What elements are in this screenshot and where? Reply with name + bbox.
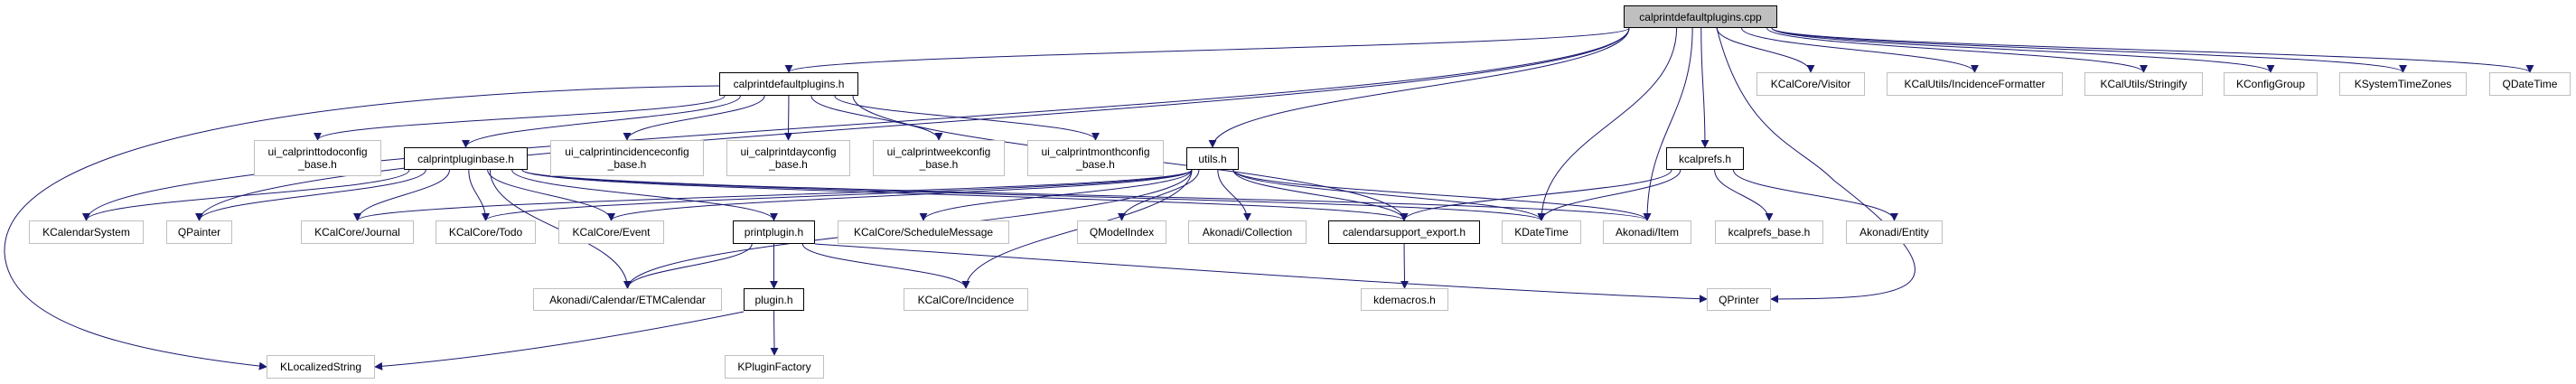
- edge-cpp-to-kdatetime: [1537, 27, 1678, 221]
- node-cpp[interactable]: calprintdefaultplugins.cpp: [1624, 5, 1777, 28]
- node-plugin[interactable]: plugin.h: [744, 288, 804, 311]
- node-uiinc[interactable]: ui_calprintincidenceconfig _base.h: [550, 140, 704, 176]
- node-uitodo[interactable]: ui_calprinttodoconfig _base.h: [254, 140, 381, 176]
- edge-cpp-to-qprinter: [1716, 27, 1916, 304]
- node-kcalsys[interactable]: KCalendarSystem: [29, 220, 144, 244]
- edge-pbase-to-printplugin: [511, 169, 778, 221]
- node-visitor[interactable]: KCalCore/Visitor: [1756, 72, 1865, 96]
- node-kdemacros[interactable]: kdemacros.h: [1361, 288, 1448, 311]
- edge-defh-to-uiweek: [810, 95, 943, 141]
- node-uimonth[interactable]: ui_calprintmonthconfig _base.h: [1027, 140, 1164, 176]
- edge-utils-to-csexport: [1232, 169, 1409, 221]
- node-kpluginfactory[interactable]: KPluginFactory: [725, 355, 824, 379]
- edge-defh-to-uiinc: [623, 95, 765, 141]
- edge-defh-to-uimonth: [834, 95, 1100, 141]
- edge-cpp-to-item: [1643, 27, 1693, 221]
- edge-utils-to-collection: [1217, 169, 1251, 221]
- node-qdatetime[interactable]: QDateTime: [2489, 72, 2571, 96]
- node-pbase[interactable]: calprintpluginbase.h: [404, 147, 528, 170]
- node-defh[interactable]: calprintdefaultplugins.h: [719, 72, 858, 96]
- edge-utils-to-kdatetime: [1232, 169, 1546, 221]
- node-todo[interactable]: KCalCore/Todo: [436, 220, 536, 244]
- edge-pbase-to-kcalsys: [82, 169, 410, 221]
- edge-pbase-to-todo: [468, 169, 490, 221]
- edge-pbase-to-qpainter: [195, 169, 426, 221]
- edge-defh-to-pbase: [462, 95, 741, 148]
- node-qprinter[interactable]: QPrinter: [1707, 288, 1771, 311]
- node-qmodelindex[interactable]: QModelIndex: [1077, 220, 1166, 244]
- edge-utils-to-item: [1232, 169, 1652, 221]
- node-ksystz[interactable]: KSystemTimeZones: [2339, 72, 2467, 96]
- edge-cpp-to-visitor: [1716, 27, 1815, 73]
- edge-utils-to-todo: [482, 169, 1193, 221]
- node-journal[interactable]: KCalCore/Journal: [301, 220, 414, 244]
- edge-pbase-to-event: [487, 169, 615, 221]
- edge-cpp-to-kcalsys: [82, 27, 1630, 221]
- node-schedmsg[interactable]: KCalCore/ScheduleMessage: [838, 220, 1009, 244]
- node-collection[interactable]: Akonadi/Collection: [1188, 220, 1307, 244]
- node-printplugin[interactable]: printplugin.h: [733, 220, 815, 244]
- edge-cpp-to-qpainter: [195, 27, 1630, 221]
- edge-plugin-to-klocalized: [374, 311, 745, 370]
- edge-cpp-to-utils: [1208, 27, 1630, 148]
- edge-cpp-to-defh: [784, 27, 1630, 73]
- edge-pbase-to-item: [521, 169, 1652, 221]
- node-uiweek[interactable]: ui_calprintweekconfig _base.h: [873, 140, 1005, 176]
- edge-kcalprefs-to-prefsbase: [1714, 169, 1774, 221]
- edge-printplugin-to-qprinter: [814, 243, 1708, 304]
- node-qpainter[interactable]: QPainter: [166, 220, 232, 244]
- edge-pbase-to-kdatetime: [521, 169, 1546, 221]
- edge-cpp-to-kcalprefs: [1700, 27, 1710, 148]
- node-klocalized[interactable]: KLocalizedString: [267, 355, 375, 379]
- edge-kcalprefs-to-entity: [1732, 169, 1898, 221]
- node-event[interactable]: KCalCore/Event: [558, 220, 664, 244]
- edge-utils-to-schedmsg: [919, 169, 1193, 221]
- node-kconfiggroup[interactable]: KConfigGroup: [2224, 72, 2318, 96]
- node-incidence[interactable]: KCalCore/Incidence: [904, 288, 1028, 311]
- node-utils[interactable]: utils.h: [1186, 147, 1239, 170]
- node-kdatetime[interactable]: KDateTime: [1502, 220, 1581, 244]
- node-entity[interactable]: Akonadi/Entity: [1846, 220, 1943, 244]
- edge-cpp-to-ksystz: [1771, 27, 2407, 73]
- edge-cpp-to-stringify: [1766, 27, 2148, 73]
- edge-pbase-to-csexport: [521, 169, 1409, 221]
- edge-cpp-to-kconfiggroup: [1771, 27, 2275, 73]
- node-csexport[interactable]: calendarsupport_export.h: [1328, 220, 1480, 244]
- edge-utils-to-journal: [353, 169, 1193, 221]
- edge-defh-to-klocalized: [4, 85, 720, 370]
- node-stringify[interactable]: KCalUtils/Stringify: [2084, 72, 2203, 96]
- edge-pbase-to-journal: [353, 169, 450, 221]
- node-uiday[interactable]: ui_calprintdayconfig _base.h: [726, 140, 850, 176]
- edge-defh-to-uitodo: [314, 95, 726, 141]
- node-etm[interactable]: Akonadi/Calendar/ETMCalendar: [533, 288, 722, 311]
- edge-utils-to-qmodelindex: [1118, 169, 1200, 221]
- edge-kcalprefs-to-csexport: [1400, 169, 1672, 221]
- node-prefsbase[interactable]: kcalprefs_base.h: [1715, 220, 1823, 244]
- edge-kcalprefs-to-kdatetime: [1537, 169, 1681, 221]
- edge-printplugin-to-incidence: [801, 243, 970, 289]
- edge-printplugin-to-etm: [623, 243, 753, 289]
- edge-cpp-to-incfmt: [1741, 27, 1979, 73]
- edge-cpp-to-qdatetime: [1771, 27, 2534, 73]
- node-item[interactable]: Akonadi/Item: [1603, 220, 1691, 244]
- edge-utils-to-event: [607, 169, 1193, 221]
- node-incfmt[interactable]: KCalUtils/IncidenceFormatter: [1887, 72, 2063, 96]
- node-kcalprefs[interactable]: kcalprefs.h: [1666, 147, 1744, 170]
